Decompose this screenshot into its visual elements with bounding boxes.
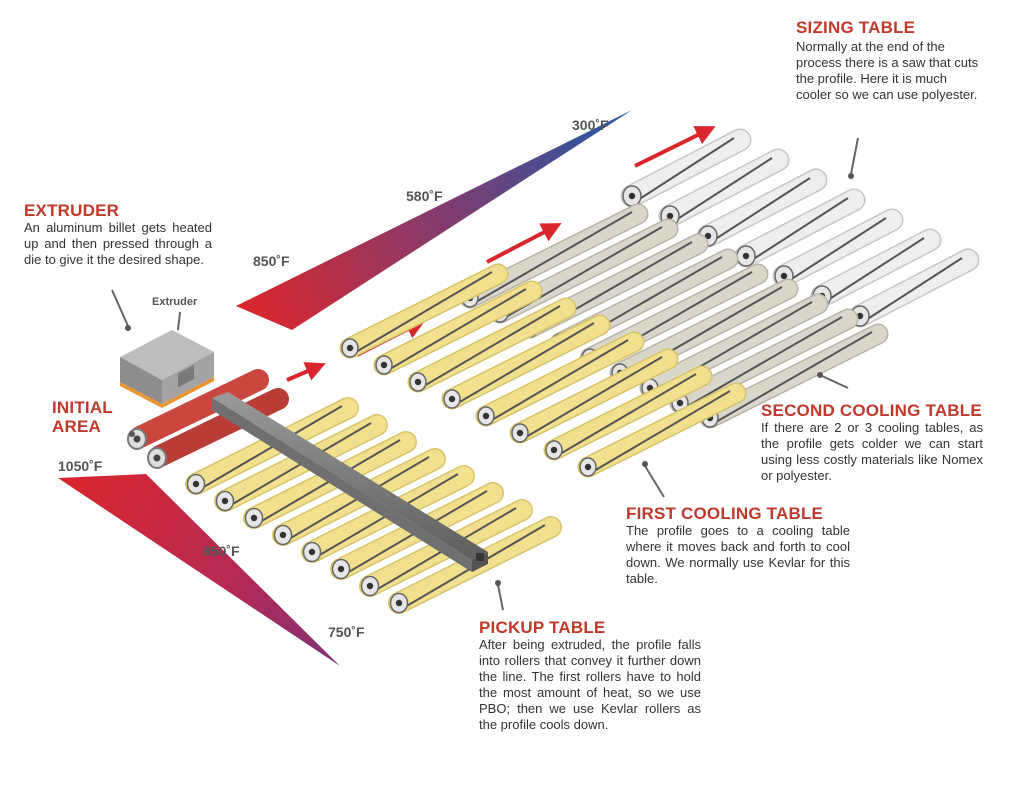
temperature-bottom-850: 850˚F [203,543,240,559]
initial-area-title-line1: INITIAL [52,398,113,417]
pickup-table-callout: PICKUP TABLE After being extruded, the p… [479,618,701,733]
pickup-table-description: After being extruded, the profile falls … [479,637,701,732]
roller-belt [543,365,713,461]
extruder-callout: EXTRUDER An aluminum billet gets heated … [24,201,212,268]
extruder-title: EXTRUDER [24,201,120,220]
roller-belt [407,297,577,393]
temperature-top-300: 300˚F [572,117,609,133]
aluminum-profile-bar [212,392,488,572]
roller-belt [620,128,752,208]
temperature-top-580: 580˚F [406,188,443,204]
extruder-description: An aluminum billet gets heated up and th… [24,220,212,267]
temperature-wedge-bottom [58,474,340,666]
pointer-dots [125,173,854,586]
roller-belt [339,263,509,359]
first-cooling-table-title: FIRST COOLING TABLE [626,504,824,523]
roller-belt [577,382,747,478]
roller-belt [696,168,828,248]
roller-belt [639,293,829,399]
roller-belt [441,314,611,410]
roller-belt [509,348,679,444]
sizing-table-title: SIZING TABLE [796,18,916,37]
sizing-table-rollers [620,128,980,328]
extruder-box [120,330,214,408]
first-cooling-table-callout: FIRST COOLING TABLE The profile goes to … [626,504,850,587]
second-cooling-table-title: SECOND COOLING TABLE [761,401,982,420]
roller-belt [699,323,889,429]
sizing-table-description: Normally at the end of the process there… [796,39,979,102]
extruder-box-label: Extruder [152,296,198,308]
roller-belt [373,280,543,376]
temperature-bottom-750: 750˚F [328,624,365,640]
roller-belt [475,331,645,427]
pickup-table-title: PICKUP TABLE [479,618,606,637]
initial-area-rollers [127,369,289,469]
temperature-bottom-1050: 1050˚F [58,458,103,474]
second-cooling-table-description: If there are 2 or 3 cooling tables, as t… [761,420,983,483]
temperature-wedge-top [236,110,632,330]
sizing-table-callout: SIZING TABLE Normally at the end of the … [796,18,986,103]
initial-area-title-line2: AREA [52,417,101,436]
temperature-top-850: 850˚F [253,253,290,269]
first-cooling-table-description: The profile goes to a cooling table wher… [626,523,850,586]
roller-belt [734,188,866,268]
callout-pointers [111,137,859,611]
first-cooling-table-rollers [339,263,747,478]
initial-area-callout: INITIAL AREA [52,398,142,436]
second-cooling-table-callout: SECOND COOLING TABLE If there are 2 or 3… [761,401,983,484]
